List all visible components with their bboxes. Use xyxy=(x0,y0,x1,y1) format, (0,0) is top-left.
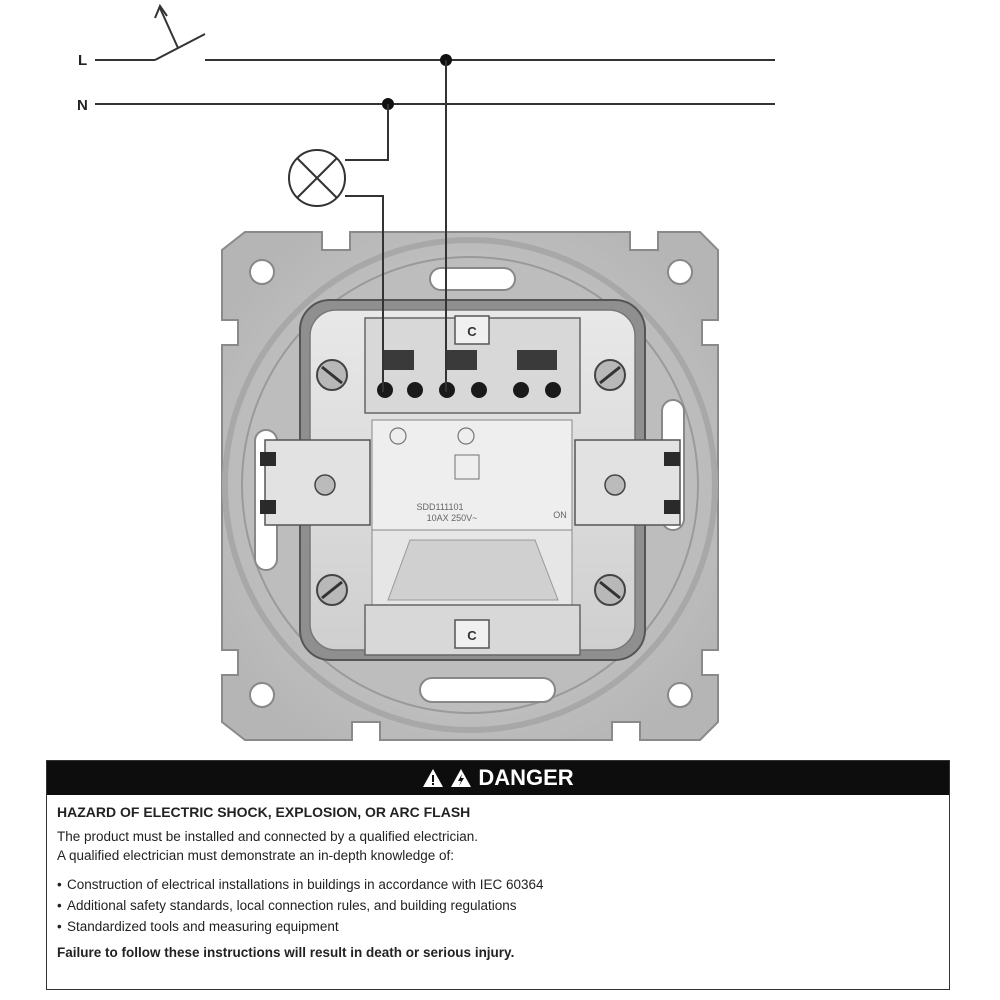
main-switch-contact xyxy=(154,33,206,61)
danger-body: HAZARD OF ELECTRIC SHOCK, EXPLOSION, OR … xyxy=(47,795,949,962)
slot-bottom xyxy=(419,677,556,703)
neutral-label: N xyxy=(77,97,88,114)
terminal-label-top: C xyxy=(467,324,477,339)
mounting-hole-bottom-right xyxy=(667,682,693,708)
lamp-icon xyxy=(288,149,346,207)
warning-triangle-icon xyxy=(423,769,444,787)
slot-top xyxy=(429,267,516,291)
hazard-title: HAZARD OF ELECTRIC SHOCK, EXPLOSION, OR … xyxy=(57,804,471,820)
list-item: Standardized tools and measuring equipme… xyxy=(57,916,939,937)
list-item: Additional safety standards, local conne… xyxy=(57,895,939,916)
live-label: L xyxy=(78,52,87,69)
mounting-hole-top-left xyxy=(249,259,275,285)
terminal-holes xyxy=(377,350,561,398)
danger-header: DANGER xyxy=(47,761,949,795)
arc-flash-triangle-icon xyxy=(451,769,472,787)
wiring xyxy=(95,3,775,392)
device-position-text: ON xyxy=(553,510,567,520)
screws xyxy=(316,359,626,606)
device-model-text: SDD111101 xyxy=(416,502,463,512)
switch-actuator-arrow xyxy=(159,7,179,49)
device-rating-text: 10AX 250V~ xyxy=(427,513,478,523)
mounting-claws xyxy=(260,439,681,526)
danger-notice: DANGER HAZARD OF ELECTRIC SHOCK, EXPLOSI… xyxy=(46,760,950,990)
lamp-switch-wire xyxy=(345,195,384,392)
switch-mechanism: C xyxy=(260,299,681,661)
requirements-list: Construction of electrical installations… xyxy=(57,874,939,937)
warning-statement: Failure to follow these instructions wil… xyxy=(57,945,515,960)
list-item: Construction of electrical installations… xyxy=(57,874,939,895)
wiring-diagram: C xyxy=(77,3,775,741)
mounting-hole-top-right xyxy=(667,259,693,285)
neutral-lamp-wire xyxy=(345,104,389,161)
terminal-label-bottom: C xyxy=(467,628,477,643)
mounting-hole-bottom-left xyxy=(249,682,275,708)
intro-line: The product must be installed and connec… xyxy=(57,829,479,844)
danger-title: DANGER xyxy=(478,765,574,790)
intro-line: A qualified electrician must demonstrate… xyxy=(57,848,454,863)
